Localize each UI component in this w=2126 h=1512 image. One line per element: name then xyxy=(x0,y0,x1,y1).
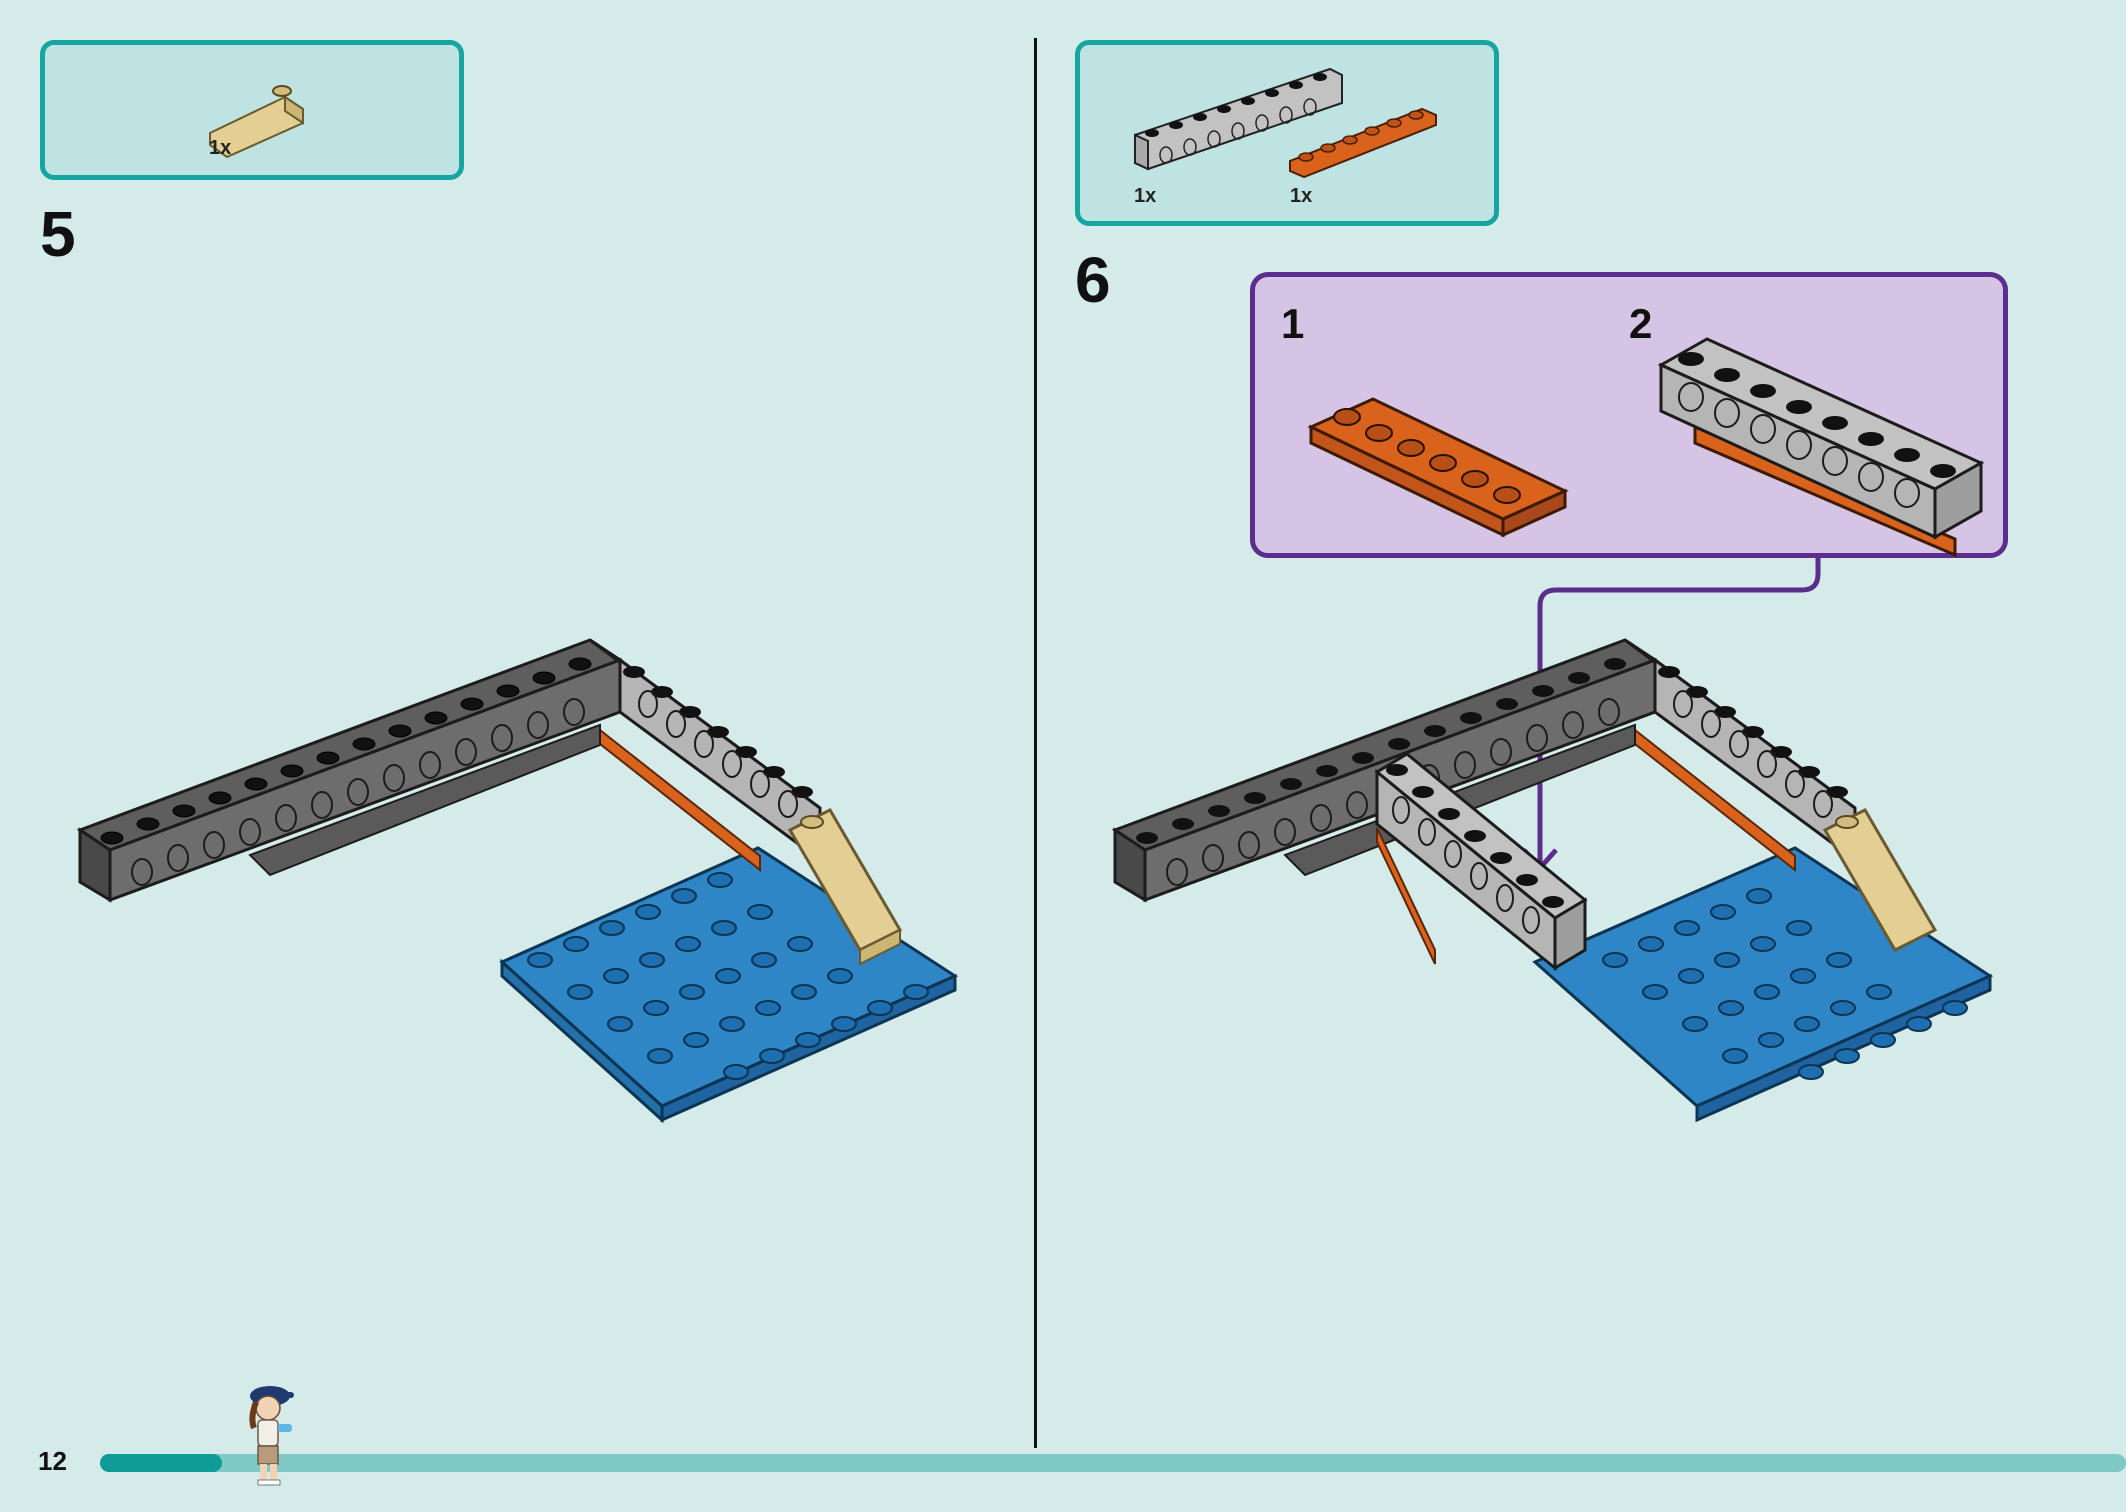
step5-number: 5 xyxy=(40,198,76,270)
light-gray-technic-brick-icon xyxy=(1134,67,1343,171)
step6-number: 6 xyxy=(1075,244,1111,316)
step6-assembly-illustration xyxy=(1111,638,1994,1123)
step5-part-qty: 1x xyxy=(209,137,232,159)
progress-fill xyxy=(100,1454,222,1472)
step6-part1-qty: 1x xyxy=(1134,185,1157,207)
substep2-number: 2 xyxy=(1629,300,1653,347)
page-number: 12 xyxy=(38,1446,67,1476)
progress-track xyxy=(100,1454,2126,1472)
step5-parts-box: 1x xyxy=(40,40,464,180)
tan-slope-brick-icon xyxy=(209,85,304,159)
step6-substep-box: 1 2 xyxy=(1250,272,2008,558)
orange-plate-icon xyxy=(1289,107,1437,179)
step6-parts-box: 1x 1x xyxy=(1075,40,1499,226)
substep1-number: 1 xyxy=(1281,300,1305,347)
substep1-orange-plate-illustration xyxy=(1307,397,1569,538)
minifigure-icon xyxy=(249,1386,294,1486)
page-divider xyxy=(1034,38,1037,1448)
substep2-technic-brick-illustration xyxy=(1657,337,1985,558)
step6-part2-qty: 1x xyxy=(1290,185,1313,207)
step5-assembly-illustration xyxy=(76,638,959,1124)
